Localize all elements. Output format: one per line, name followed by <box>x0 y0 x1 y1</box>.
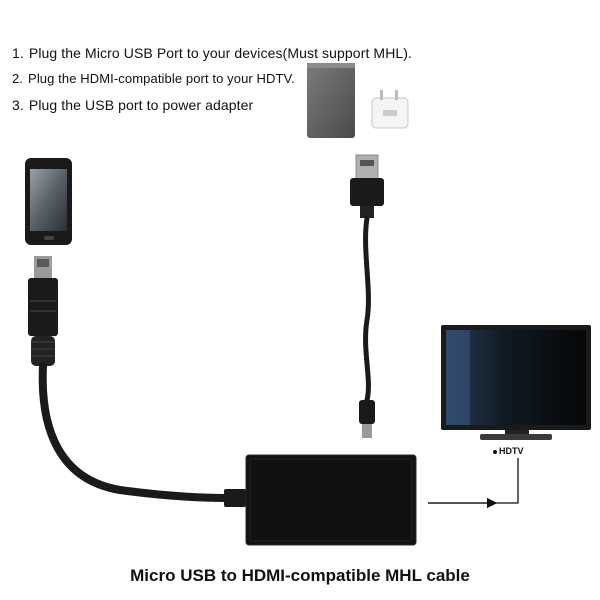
diagram-caption: Micro USB to HDMI-compatible MHL cable <box>130 566 470 585</box>
hdtv-icon <box>441 325 591 440</box>
mhl-adapter-box-icon <box>245 454 417 546</box>
step-text: Plug the HDMI-compatible port to your HD… <box>28 71 295 86</box>
hdtv-label-text: HDTV <box>499 446 524 456</box>
instruction-step-2: 2. Plug the HDMI-compatible port to your … <box>12 66 412 92</box>
bullet-icon <box>493 449 497 454</box>
mhl-cable <box>38 362 230 502</box>
micro-usb-power-plug-icon <box>359 400 375 438</box>
usb-power-adapter-icon <box>371 90 409 129</box>
instruction-list: 1.Plug the Micro USB Port to your device… <box>12 40 412 118</box>
step-text: Plug the USB port to power adapter <box>28 97 254 113</box>
power-cable <box>363 215 371 403</box>
step-number: 3. <box>12 97 24 113</box>
cable-strain-relief <box>224 489 246 507</box>
hdtv-label: HDTV <box>493 446 524 456</box>
usb-a-plug-icon <box>350 154 384 218</box>
step-number: 1. <box>12 45 24 61</box>
smartphone-icon <box>25 158 72 245</box>
power-bank-icon <box>307 63 355 138</box>
step-text: Plug the Micro USB Port to your devices(… <box>28 45 413 61</box>
instruction-step-3: 3.Plug the USB port to power adapter <box>12 92 412 118</box>
step-number: 2. <box>12 71 24 86</box>
connection-arrow <box>428 458 519 504</box>
instruction-step-1: 1.Plug the Micro USB Port to your device… <box>12 40 412 66</box>
micro-usb-plug-icon <box>28 256 58 366</box>
